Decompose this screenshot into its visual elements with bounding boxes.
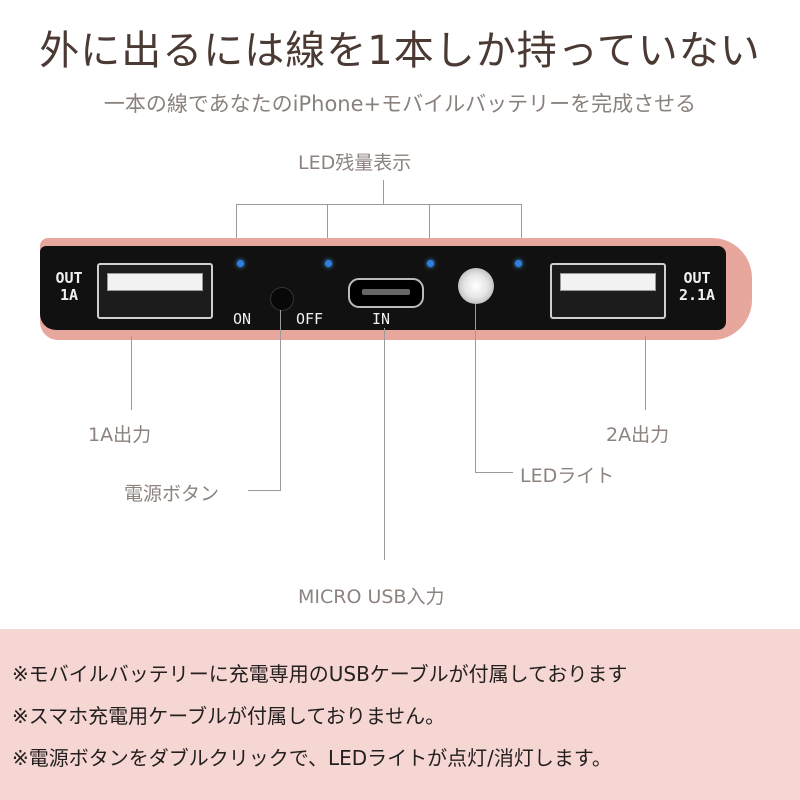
led-light-lens (458, 268, 494, 304)
led-light-label: LEDライト (520, 465, 615, 487)
notes-panel: ※モバイルバッテリーに充電専用のUSBケーブルが付属しております ※スマホ充電用… (0, 629, 800, 800)
out-2a-label: 2A出力 (606, 424, 670, 446)
led-bracket-drop-4 (521, 204, 522, 238)
in-label: IN (372, 310, 391, 328)
power-button-connector-h (248, 490, 281, 491)
page-title: 外に出るには線を1本しか持っていない (39, 28, 761, 74)
out-1a-label: 1A出力 (88, 424, 152, 446)
micro-usb-connector (384, 328, 385, 560)
power-button (270, 287, 294, 311)
led-dot-3 (427, 260, 434, 267)
led-light-connector (475, 304, 476, 473)
micro-usb-label: MICRO USB入力 (298, 586, 445, 608)
led-bracket-drop-1 (236, 204, 237, 238)
led-bracket-drop-2 (327, 204, 328, 238)
note-3: ※電源ボタンをダブルクリックで、LEDライトが点灯/消灯します。 (12, 746, 612, 770)
led-dot-4 (515, 260, 522, 267)
power-button-label: 電源ボタン (124, 483, 220, 505)
note-2: ※スマホ充電用ケーブルが付属しておりません。 (12, 704, 446, 728)
micro-usb-port (348, 278, 424, 308)
power-button-connector (280, 310, 281, 491)
led-indicator-connector (383, 180, 384, 204)
note-1: ※モバイルバッテリーに充電専用のUSBケーブルが付属しております (12, 662, 628, 686)
led-indicator-label: LED残量表示 (298, 152, 412, 174)
on-label: ON (233, 310, 252, 328)
usb-a-port-1a (97, 263, 213, 319)
out-1a-connector (131, 336, 132, 410)
led-bracket-drop-3 (429, 204, 430, 238)
usb-a-port-2a (550, 263, 666, 319)
page-subtitle: 一本の線であなたのiPhone+モバイルバッテリーを完成させる (103, 92, 697, 116)
usb-2a-label: OUT 2.1A (678, 269, 716, 304)
out-2a-connector (645, 336, 646, 410)
led-dot-1 (237, 260, 244, 267)
off-label: OFF (296, 310, 324, 328)
usb-1a-label: OUT 1A (55, 269, 83, 304)
led-indicator-bracket (236, 204, 522, 205)
led-light-connector-h (475, 472, 513, 473)
led-dot-2 (325, 260, 332, 267)
